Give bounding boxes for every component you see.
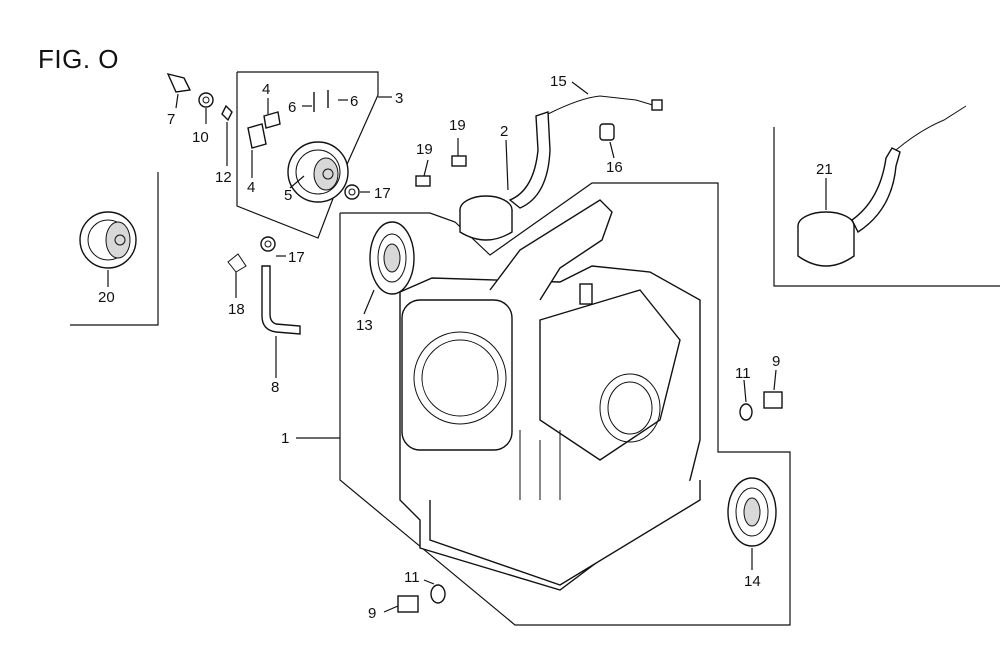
clip-18-icon <box>227 253 247 273</box>
callout-13: 13 <box>356 317 373 334</box>
washer-11-icon <box>430 403 753 604</box>
callout-19b: 19 <box>416 141 433 158</box>
bolt-19-icon <box>415 155 467 187</box>
oil-seal-13-icon <box>369 221 415 295</box>
callout-2: 2 <box>500 123 508 140</box>
callout-14: 14 <box>744 573 761 590</box>
group-boundaries <box>70 71 1000 626</box>
oil-seal-14-icon <box>727 477 777 547</box>
governor-gear-5-icon <box>287 141 349 203</box>
callout-4b: 4 <box>247 179 255 196</box>
callout-19a: 19 <box>449 117 466 134</box>
callout-11b: 11 <box>404 569 420 586</box>
callout-1: 1 <box>281 430 289 447</box>
callout-9b: 9 <box>368 605 376 622</box>
callout-7: 7 <box>167 111 175 128</box>
callout-16: 16 <box>606 159 623 176</box>
drain-bolt-9-icon <box>397 391 783 613</box>
washer-10-icon <box>198 92 214 108</box>
callout-11a: 11 <box>735 365 751 382</box>
pin-12-icon <box>221 104 233 122</box>
grommet-16-icon <box>599 123 615 141</box>
callout-5: 5 <box>284 187 292 204</box>
governor-weights-4-icon <box>247 111 281 149</box>
gear-20-icon <box>79 211 137 269</box>
figure-title: FIG. O <box>38 44 119 74</box>
callout-6b: 6 <box>350 93 358 110</box>
leader-lines <box>107 81 827 613</box>
callout-17b: 17 <box>288 249 305 266</box>
callout-labels: 1 2 3 4 4 5 6 6 7 8 9 9 10 11 11 12 13 1… <box>98 73 833 622</box>
callout-17a: 17 <box>374 185 391 202</box>
callout-6a: 6 <box>288 99 296 116</box>
callout-4a: 4 <box>262 81 270 98</box>
callout-10: 10 <box>192 129 209 146</box>
callout-18: 18 <box>228 301 245 318</box>
oil-alert-2-icon <box>459 95 663 241</box>
crankcase-1-icon <box>399 199 701 591</box>
callout-20: 20 <box>98 289 115 306</box>
callout-8: 8 <box>271 379 279 396</box>
pins-6-icon <box>313 90 329 112</box>
oil-alert-21-icon <box>797 105 967 267</box>
callout-3: 3 <box>395 90 403 107</box>
callout-21: 21 <box>816 161 833 178</box>
bolt-7-icon <box>166 72 192 93</box>
callout-15: 15 <box>550 73 567 90</box>
callout-12: 12 <box>215 169 232 186</box>
washer-17-icon <box>260 184 360 252</box>
callout-9a: 9 <box>772 353 780 370</box>
breather-tube-8-icon <box>261 265 301 335</box>
